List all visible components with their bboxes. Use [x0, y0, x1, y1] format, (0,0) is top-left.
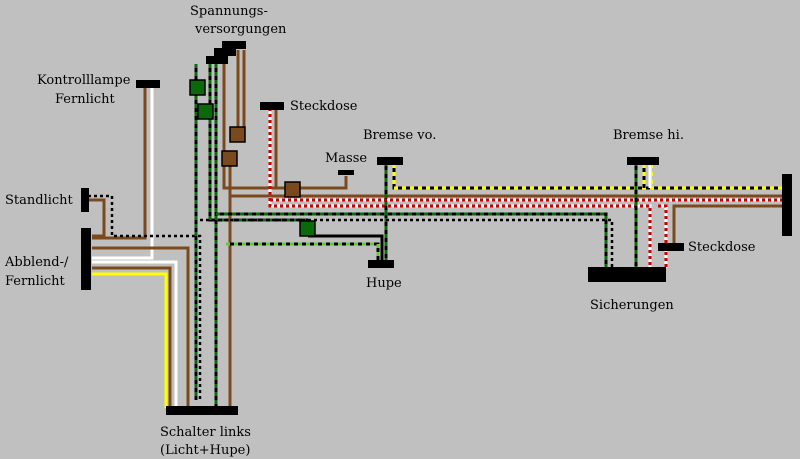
wire-kontroll-brown [92, 86, 147, 240]
wire-kontroll-white [92, 86, 154, 260]
label-steckdose-top: Steckdose [290, 99, 358, 114]
label-masse: Masse [325, 151, 367, 166]
wire-hupe-lightgreen [226, 242, 380, 260]
label-kontrolllampe: Kontrolllampe [37, 73, 131, 88]
labels: Spannungs- versorgungen Kontrolllampe Fe… [4, 4, 756, 458]
terminal-standlicht [81, 188, 89, 212]
wire-bremse-vo-yellowb [392, 164, 784, 190]
label-standlicht: Standlicht [5, 193, 74, 208]
connectors [189, 79, 316, 237]
wire-abblend-white [92, 260, 178, 408]
wire-steckdose-brown [274, 108, 292, 190]
wire-abblend-brown [92, 246, 190, 408]
label-kontroll-fernlicht: Fernlicht [55, 92, 116, 107]
wire-standlicht-brown [88, 198, 106, 238]
terminal-spannung-2 [214, 48, 236, 56]
connector-green [197, 103, 214, 120]
label-abblend-fernlicht: Fernlicht [5, 274, 66, 289]
wire-brown-steckdose-right [672, 204, 784, 244]
label-schalter-detail: (Licht+Hupe) [160, 443, 250, 458]
label-abblend: Abblend-/ [4, 255, 69, 270]
label-hupe: Hupe [366, 276, 402, 291]
wire-masse [292, 176, 348, 190]
wire-abblend-brown2 [92, 266, 172, 408]
wire-green-sich [216, 212, 608, 268]
wire-green-sichb [216, 212, 608, 268]
terminal-masse [338, 170, 354, 175]
wire-bremse-vo-yellow [392, 164, 784, 190]
label-spannungs: Spannungs- [190, 4, 268, 19]
terminal-schalter [166, 406, 238, 415]
terminal-right-block [782, 174, 792, 236]
wire-standlicht-black [88, 194, 202, 400]
terminal-sicherungen [588, 267, 666, 282]
wire-abblend-yellow [92, 272, 168, 408]
terminal-steckdose-right [658, 243, 684, 251]
connector-green [299, 220, 316, 237]
wires [88, 50, 784, 408]
connector-brown [284, 181, 301, 198]
label-versorgungen: versorgungen [194, 22, 287, 37]
label-bremse-hi: Bremse hi. [613, 128, 684, 143]
label-steckdose-right: Steckdose [688, 240, 756, 255]
terminal-spannung-3 [222, 41, 246, 49]
label-schalter-links: Schalter links [160, 425, 251, 440]
connector-brown [229, 126, 246, 143]
terminal-abblend [81, 228, 91, 290]
terminal-spannung-1 [206, 56, 228, 64]
label-sicherungen: Sicherungen [590, 298, 674, 313]
terminal-kontrolllampe [136, 80, 160, 88]
terminal-steckdose-top [260, 102, 284, 110]
wire-hupe-lightgreenb [226, 242, 380, 260]
terminal-bremse-hi [627, 157, 659, 165]
wire-supply-brown1 [222, 58, 292, 190]
terminal-bremse-vo [377, 157, 403, 165]
label-bremse-vo: Bremse vo. [363, 128, 436, 143]
connector-brown [221, 150, 238, 167]
wire-hupe-black [308, 234, 384, 260]
terminals [81, 41, 792, 415]
wire-steckdose-redwhite2 [268, 108, 652, 268]
terminal-hupe [368, 260, 394, 268]
wire-black-sich [200, 218, 614, 268]
connector-green [189, 79, 206, 96]
